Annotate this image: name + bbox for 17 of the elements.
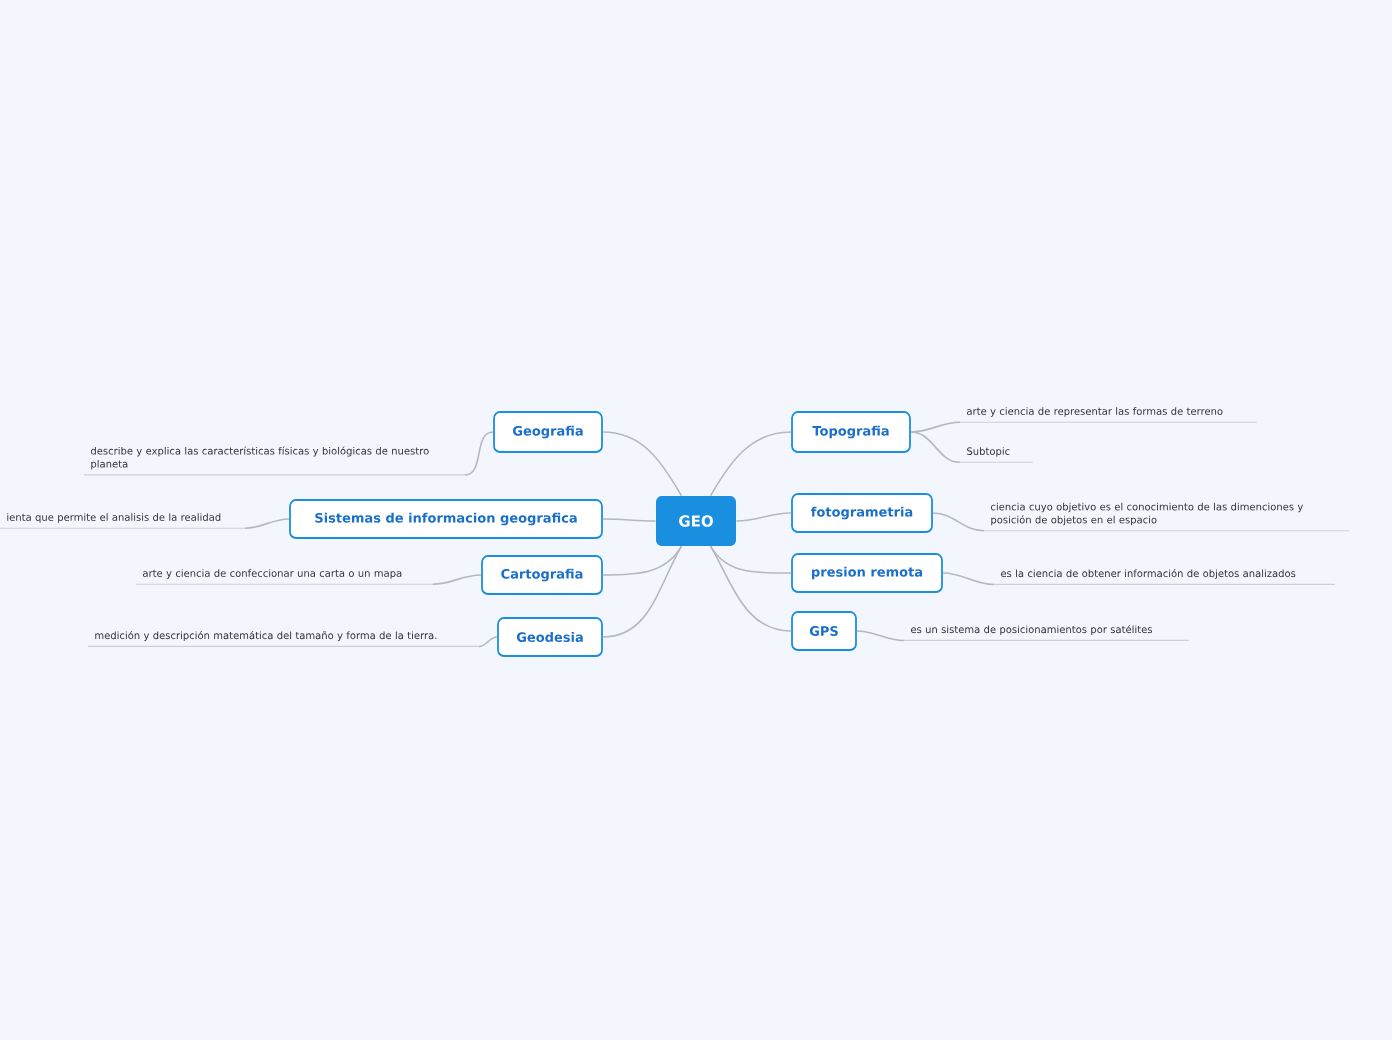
connector-line xyxy=(735,512,792,522)
connector-line xyxy=(856,630,905,642)
connector-line xyxy=(910,431,961,464)
connector-line xyxy=(602,545,683,638)
connector-line xyxy=(910,421,961,433)
connector-line xyxy=(602,545,683,576)
connector-line xyxy=(602,518,657,522)
connector-line xyxy=(709,431,792,497)
connector-line xyxy=(432,574,482,586)
connector-line xyxy=(709,545,792,574)
connector-line xyxy=(709,545,792,632)
connector-line xyxy=(478,636,498,648)
connector-line xyxy=(244,518,290,530)
connector-line xyxy=(932,512,985,532)
connector-line xyxy=(464,431,494,476)
connector-line xyxy=(942,572,995,586)
connector-line xyxy=(602,431,683,497)
